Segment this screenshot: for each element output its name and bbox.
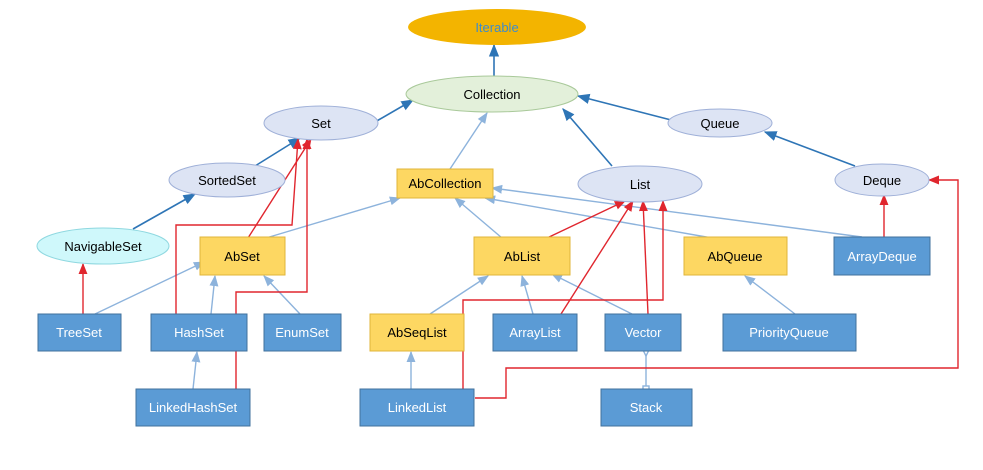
node-sortedset-label: SortedSet: [198, 173, 256, 188]
edge-linkedlist-list: [462, 199, 668, 389]
node-queue: Queue: [667, 108, 773, 138]
node-abseqlist-label: AbSeqList: [387, 325, 447, 340]
node-hashset: HashSet: [150, 313, 248, 352]
edge-deque-queue: [763, 131, 856, 167]
node-arraydeque: ArrayDeque: [833, 236, 931, 276]
node-vector: Vector: [604, 313, 682, 352]
edge-ablist-abcollection: [454, 197, 503, 239]
node-set-label: Set: [311, 116, 331, 131]
node-deque-label: Deque: [863, 173, 901, 188]
node-abset: AbSet: [199, 236, 286, 276]
node-arraylist: ArrayList: [492, 313, 578, 352]
node-priorityqueue-label: PriorityQueue: [749, 325, 828, 340]
edge-hashset-set: [175, 137, 302, 314]
edge-vector-list: [638, 199, 649, 315]
node-linkedlist-label: LinkedList: [388, 400, 447, 415]
node-navigableset-label: NavigableSet: [64, 239, 142, 254]
node-abqueue: AbQueue: [683, 236, 788, 276]
node-iterable: Iterable: [408, 9, 586, 45]
node-linkedhashset-label: LinkedHashSet: [149, 400, 238, 415]
edge-arraydeque-abcollection: [490, 184, 863, 238]
node-priorityqueue: PriorityQueue: [722, 313, 857, 352]
edges-interface: [132, 43, 856, 230]
node-abseqlist: AbSeqList: [369, 313, 465, 352]
node-ablist: AbList: [473, 236, 571, 276]
node-enumset: EnumSet: [263, 313, 342, 352]
edge-abset-set: [247, 138, 312, 239]
node-abcollection: AbCollection: [396, 168, 494, 199]
node-sortedset: SortedSet: [168, 162, 286, 198]
edge-priorityqueue-abqueue: [744, 275, 796, 315]
node-treeset: TreeSet: [37, 313, 122, 352]
edge-navigableset-sortedset: [132, 193, 197, 230]
edge-set-collection: [374, 99, 415, 123]
node-collection: Collection: [405, 75, 579, 113]
node-linkedlist: LinkedList: [359, 388, 475, 427]
node-deque: Deque: [834, 163, 930, 197]
node-vector-label: Vector: [625, 325, 663, 340]
node-arraydeque-label: ArrayDeque: [847, 249, 916, 264]
node-navigableset: NavigableSet: [36, 227, 170, 265]
edge-hashset-abset: [209, 274, 219, 315]
edge-treeset-abset: [94, 261, 206, 315]
edge-queue-collection: [576, 93, 676, 122]
edge-abset-abcollection: [265, 196, 402, 239]
edge-ablist-list: [546, 200, 627, 239]
node-abset-label: AbSet: [224, 249, 260, 264]
node-hashset-label: HashSet: [174, 325, 224, 340]
node-enumset-label: EnumSet: [275, 325, 329, 340]
edge-vector-ablist: [550, 273, 633, 315]
edge-enumset-abset: [263, 275, 301, 315]
node-abcollection-label: AbCollection: [409, 176, 482, 191]
node-stack: Stack: [600, 388, 693, 427]
node-queue-label: Queue: [700, 116, 739, 131]
node-list: List: [577, 165, 703, 203]
node-iterable-label: Iterable: [475, 20, 518, 35]
node-set: Set: [263, 105, 379, 141]
nodes: Iterable Collection Set Queue SortedSet …: [36, 9, 931, 427]
edge-arraylist-ablist: [520, 274, 534, 315]
node-linkedhashset: LinkedHashSet: [135, 388, 251, 427]
node-arraylist-label: ArrayList: [509, 325, 561, 340]
edge-list-collection: [562, 108, 613, 167]
edge-linkedhashset-hashset: [191, 350, 201, 390]
edge-abqueue-abcollection: [483, 195, 713, 239]
node-ablist-label: AbList: [504, 249, 541, 264]
edge-abcollection-collection: [449, 112, 488, 170]
node-stack-label: Stack: [630, 400, 663, 415]
node-treeset-label: TreeSet: [56, 325, 102, 340]
edges-class: [94, 112, 863, 393]
node-abqueue-label: AbQueue: [708, 249, 763, 264]
edge-abseqlist-ablist: [429, 275, 489, 315]
edge-linkedlist-deque: [475, 175, 959, 399]
node-collection-label: Collection: [463, 87, 520, 102]
edge-arraylist-list: [560, 200, 634, 315]
node-list-label: List: [630, 177, 651, 192]
edge-sortedset-set: [254, 137, 302, 167]
